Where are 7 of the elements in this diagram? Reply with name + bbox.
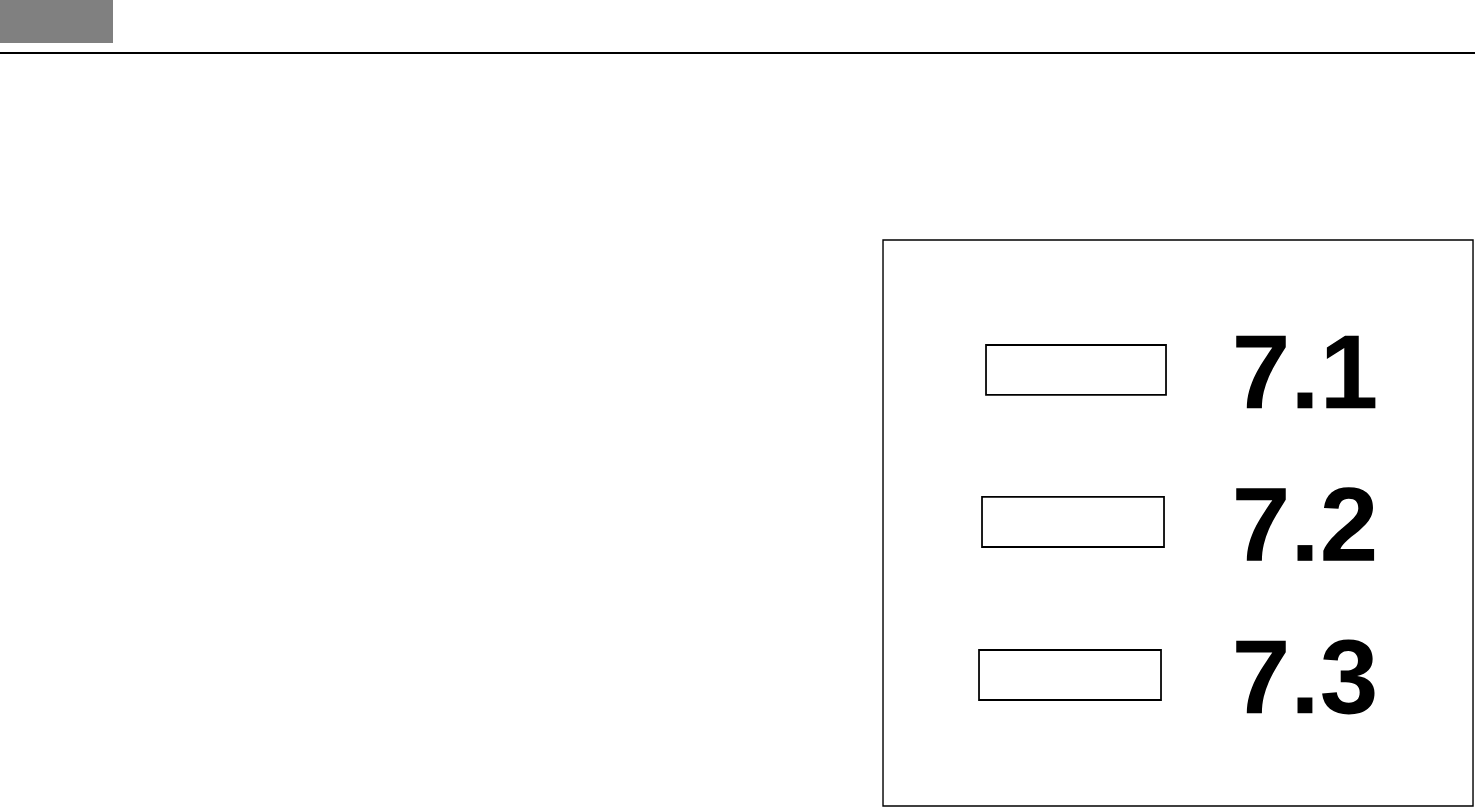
blank-box xyxy=(978,649,1162,701)
blank-box xyxy=(985,344,1167,396)
section-number: 7.2 xyxy=(1236,487,1375,561)
section-number: 7.3 xyxy=(1236,639,1375,715)
blank-box xyxy=(981,496,1165,548)
frame xyxy=(882,239,1474,807)
section-number: 7.1 xyxy=(1236,335,1376,409)
